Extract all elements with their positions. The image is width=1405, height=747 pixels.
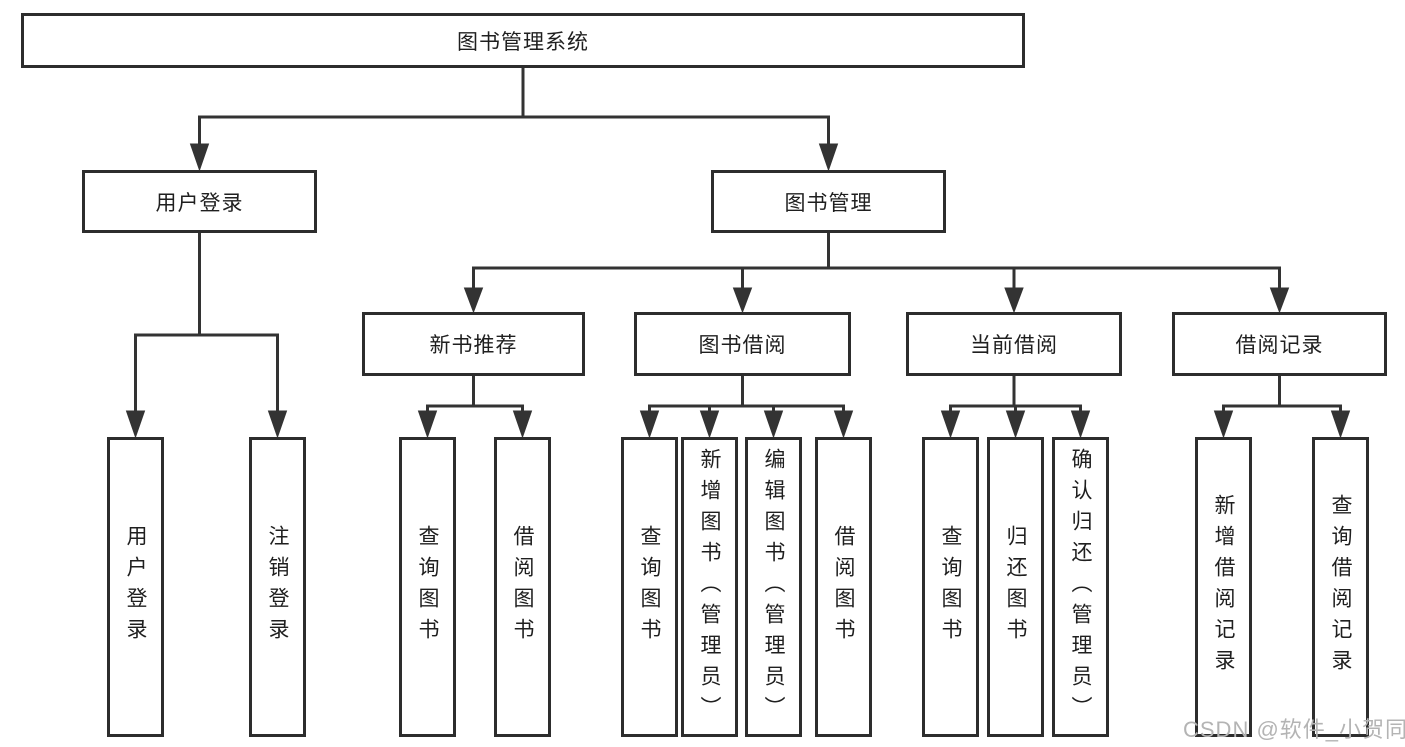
connector-recommend-to-leaves (426, 376, 524, 413)
leaf-recommend-query-books: 查询图书 (399, 437, 456, 737)
connector-records-to-leaves (1222, 376, 1342, 413)
leaf-recommend-borrow-books: 借阅图书 (494, 437, 551, 737)
leaf-borrow-borrow-books: 借阅图书 (815, 437, 872, 737)
leaf-borrow-edit-books-admin: 编辑图书（管理员） (745, 437, 802, 737)
leaf-current-query-books-label: 查询图书 (939, 525, 962, 649)
connector-current-to-leaves (949, 376, 1082, 413)
node-current-borrowing: 当前借阅 (906, 312, 1122, 376)
node-user-login-label: 用户登录 (155, 191, 244, 215)
node-book-management-label: 图书管理 (784, 191, 873, 215)
leaf-borrow-query-books: 查询图书 (621, 437, 678, 737)
node-book-borrowing: 图书借阅 (634, 312, 851, 376)
leaf-recommend-borrow-books-label: 借阅图书 (511, 525, 534, 649)
connector-borrow-to-leaves (648, 376, 845, 413)
node-book-borrowing-label: 图书借阅 (698, 334, 787, 357)
node-root-label: 图书管理系统 (457, 30, 589, 54)
connector-bookmgmt-to-level3 (472, 233, 1281, 290)
leaf-records-add-record-label: 新增借阅记录 (1212, 494, 1235, 680)
leaf-borrow-borrow-books-label: 借阅图书 (832, 525, 855, 649)
leaf-borrow-edit-books-admin-label: 编辑图书（管理员） (762, 447, 785, 727)
leaf-current-return-books: 归还图书 (987, 437, 1044, 737)
node-root-system: 图书管理系统 (21, 13, 1025, 68)
leaf-current-query-books: 查询图书 (922, 437, 979, 737)
leaf-records-query-record-label: 查询借阅记录 (1329, 494, 1352, 680)
node-borrowing-records-label: 借阅记录 (1235, 334, 1324, 357)
node-new-book-recommend: 新书推荐 (362, 312, 585, 376)
leaf-user-login: 用户登录 (107, 437, 164, 737)
node-borrowing-records: 借阅记录 (1172, 312, 1387, 376)
leaf-recommend-query-books-label: 查询图书 (416, 525, 439, 649)
node-new-book-recommend-label: 新书推荐 (429, 334, 518, 357)
node-current-borrowing-label: 当前借阅 (970, 334, 1058, 357)
connector-userlogin-to-leaves (134, 233, 279, 413)
leaf-records-query-record: 查询借阅记录 (1312, 437, 1369, 737)
leaf-current-return-books-label: 归还图书 (1004, 525, 1027, 649)
node-book-management: 图书管理 (711, 170, 946, 233)
leaf-borrow-query-books-label: 查询图书 (638, 525, 661, 649)
arrowheads (125, 143, 1351, 439)
leaf-logout: 注销登录 (249, 437, 306, 737)
leaf-logout-label: 注销登录 (266, 525, 289, 649)
connector-root-to-level2 (198, 66, 830, 146)
leaf-borrow-add-books-admin-label: 新增图书（管理员） (698, 447, 721, 727)
leaf-records-add-record: 新增借阅记录 (1195, 437, 1252, 737)
leaf-current-confirm-return-admin-label: 确认归还（管理员） (1069, 447, 1092, 727)
node-user-login: 用户登录 (82, 170, 317, 233)
leaf-user-login-label: 用户登录 (124, 525, 147, 649)
csdn-watermark: CSDN @软件_小贺同学 (1183, 717, 1405, 742)
leaf-borrow-add-books-admin: 新增图书（管理员） (681, 437, 738, 737)
leaf-current-confirm-return-admin: 确认归还（管理员） (1052, 437, 1109, 737)
